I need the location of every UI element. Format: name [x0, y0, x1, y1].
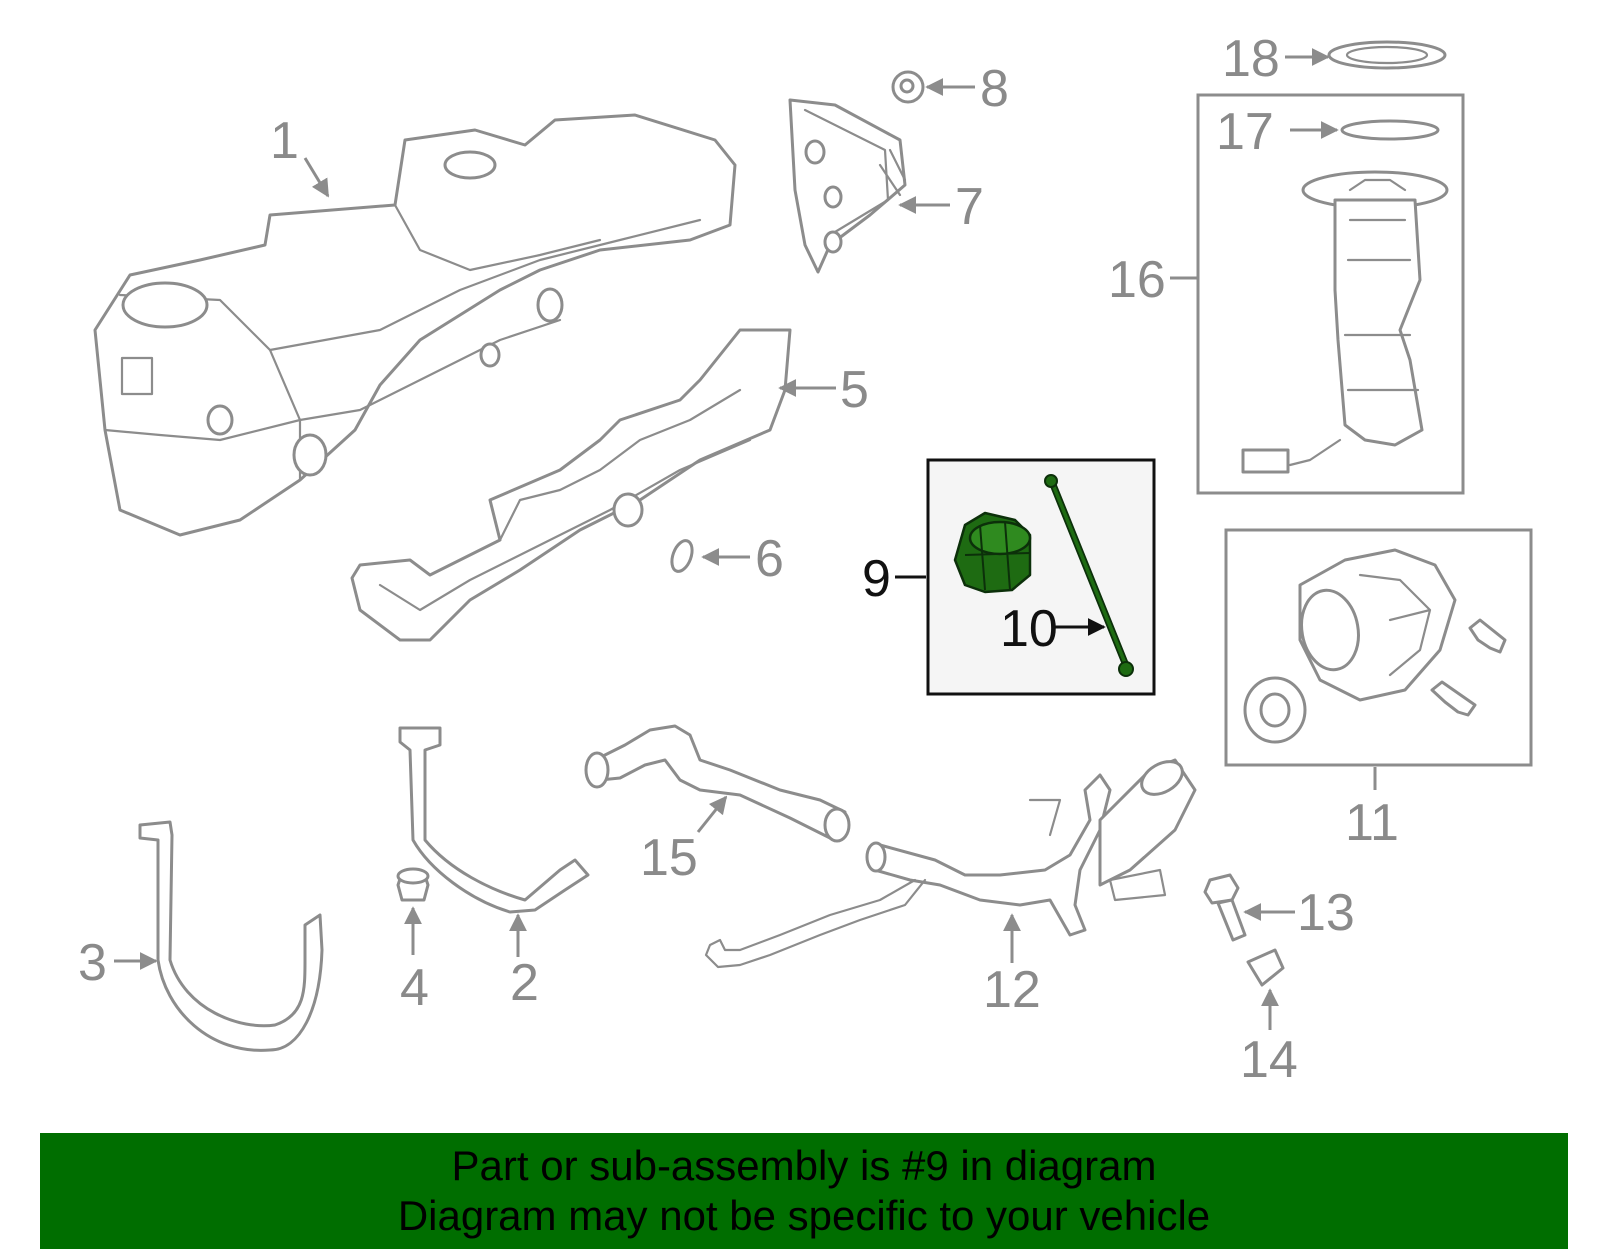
- seal-ring-17[interactable]: [1340, 119, 1440, 141]
- lock-ring-18[interactable]: [1327, 40, 1447, 70]
- tank-strap-3[interactable]: [138, 820, 324, 1052]
- callout-9: 9: [862, 550, 891, 608]
- tether-10[interactable]: [1044, 474, 1134, 677]
- callout-10: 10: [1000, 600, 1058, 658]
- tank-strap-2[interactable]: [398, 726, 590, 914]
- nut-8[interactable]: [891, 70, 925, 104]
- leader-lines: [114, 48, 1377, 1030]
- nut-4[interactable]: [396, 867, 430, 902]
- heat-shield[interactable]: [350, 328, 792, 642]
- callout-14: 14: [1240, 1031, 1298, 1089]
- callout-18: 18: [1222, 30, 1280, 88]
- filler-neck-12[interactable]: [704, 755, 1197, 969]
- vent-hose-15[interactable]: [584, 724, 851, 843]
- callout-3: 3: [78, 934, 107, 992]
- banner-line-2: Diagram may not be specific to your vehi…: [397, 1192, 1211, 1239]
- fuel-tank[interactable]: [93, 113, 737, 537]
- callout-13: 13: [1297, 884, 1355, 942]
- callout-2: 2: [510, 954, 539, 1012]
- fuel-cap-9[interactable]: [953, 511, 1032, 594]
- callout-numbers: 1 2 3 4 5 6 7 8 9 10 11 12 13 14 15 16 1…: [78, 30, 1399, 1089]
- bolt-13[interactable]: [1203, 873, 1247, 942]
- fuel-pump-module-16[interactable]: [1241, 170, 1449, 474]
- callout-17: 17: [1216, 103, 1274, 161]
- clip-6[interactable]: [668, 538, 696, 574]
- info-banner: Part or sub-assembly is #9 in diagram Di…: [40, 1133, 1568, 1249]
- banner-line-1: Part or sub-assembly is #9 in diagram: [451, 1142, 1157, 1189]
- clip-14[interactable]: [1246, 948, 1285, 987]
- vent-valve-kit-11[interactable]: [1243, 548, 1507, 744]
- callout-5: 5: [840, 361, 869, 419]
- callout-8: 8: [980, 60, 1009, 118]
- callout-1: 1: [270, 112, 299, 170]
- callout-16: 16: [1108, 251, 1166, 309]
- callout-12: 12: [983, 961, 1041, 1019]
- callout-4: 4: [400, 959, 429, 1017]
- callout-15: 15: [640, 829, 698, 887]
- bracket-7[interactable]: [788, 98, 907, 274]
- callout-7: 7: [955, 178, 984, 236]
- callout-11: 11: [1345, 794, 1399, 852]
- callout-6: 6: [755, 530, 784, 588]
